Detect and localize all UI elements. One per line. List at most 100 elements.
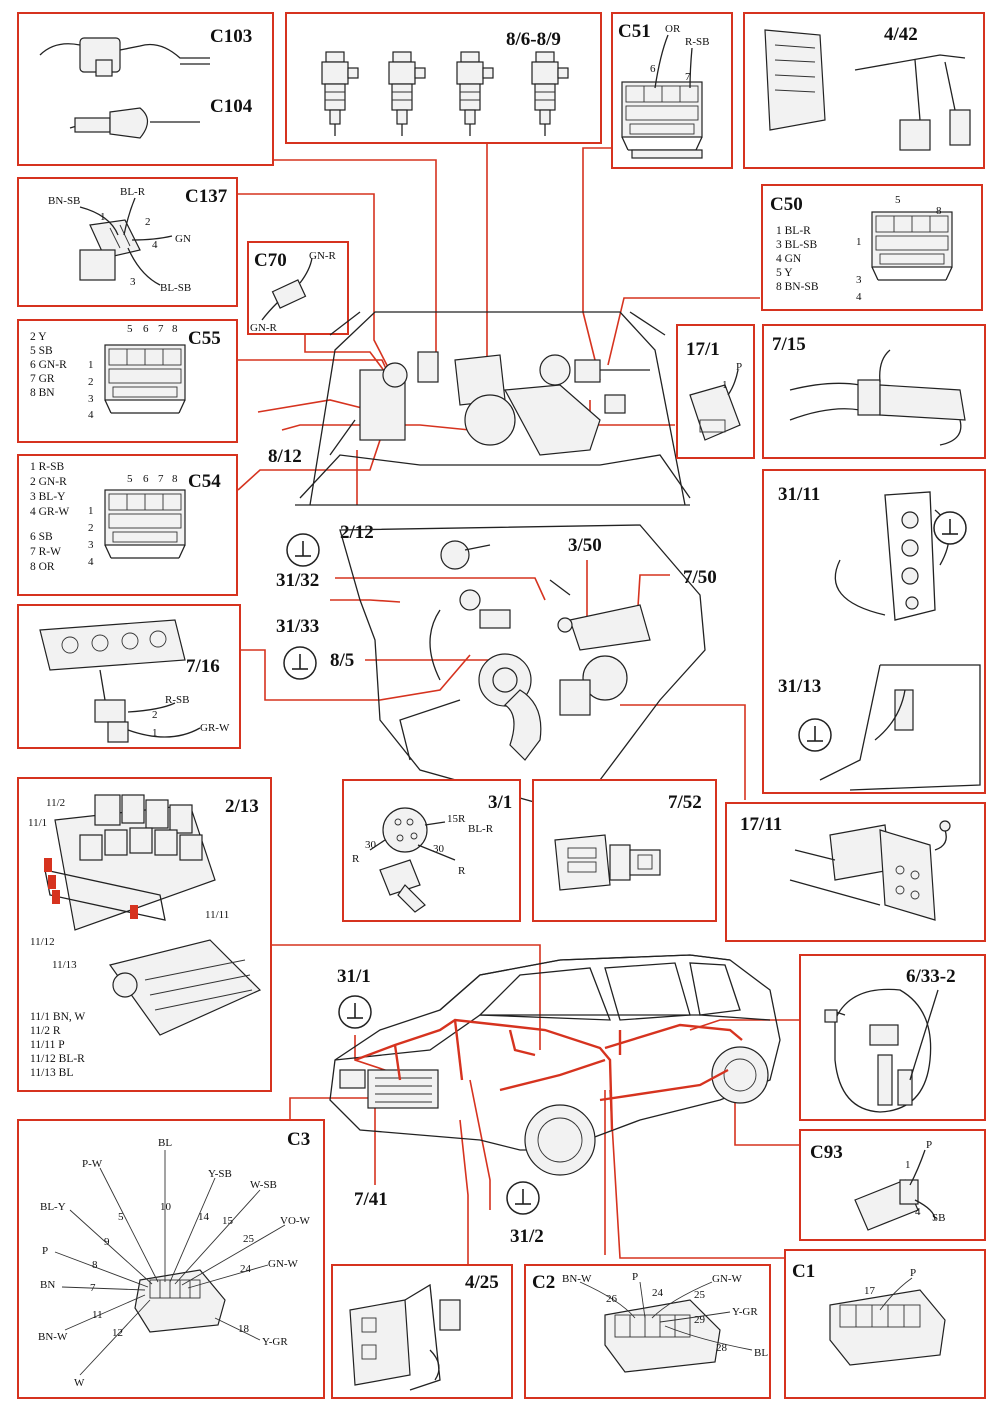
pin-c55-1: 1 xyxy=(88,359,94,371)
wire-c93-p: P xyxy=(926,1139,932,1151)
label-c2: C2 xyxy=(532,1272,555,1293)
legend-c54-4: 4 GR-W xyxy=(30,506,69,518)
wire-c3-gnw: GN-W xyxy=(268,1258,299,1270)
wire-c70-gnr-a: GN-R xyxy=(309,250,337,262)
wire-c1-p: P xyxy=(910,1267,916,1279)
ground-31-1-icon xyxy=(338,995,372,1029)
pin-c137-4: 4 xyxy=(152,239,158,251)
pin-c51-7: 7 xyxy=(685,71,691,83)
panel-c103-c104: C103 C104 xyxy=(17,12,274,166)
panel-7-15: 7/15 xyxy=(762,324,986,459)
pin-c2-28: 28 xyxy=(716,1342,728,1354)
pin-c50-3: 3 xyxy=(856,274,862,286)
wire-c137-gn: GN xyxy=(175,233,191,245)
connector-c137-icon xyxy=(79,219,141,281)
wire-c2-gnw: GN-W xyxy=(712,1273,743,1285)
pin-7-16-2: 2 xyxy=(152,709,158,721)
pin-c2-26: 26 xyxy=(606,1293,618,1305)
wire-c137-blr: BL-R xyxy=(120,186,146,198)
pin-c3-7: 7 xyxy=(90,1282,96,1294)
wire-c2-bnw: BN-W xyxy=(562,1273,592,1285)
label-4-42: 4/42 xyxy=(884,24,918,45)
pin-c137-3: 3 xyxy=(130,276,136,288)
label-c70: C70 xyxy=(254,250,287,271)
label-injectors: 8/6-8/9 xyxy=(506,29,561,50)
legend-c54-7: 8 OR xyxy=(30,561,55,573)
pin-c3-15: 15 xyxy=(222,1215,234,1227)
wire-c137-blsb: BL-SB xyxy=(160,282,191,294)
panel-7-16: 7/16 R-SB GR-W 2 1 xyxy=(17,604,241,749)
ground-31-32-icon xyxy=(286,533,320,567)
label-c3: C3 xyxy=(287,1129,310,1150)
pin-c3-14: 14 xyxy=(198,1211,210,1223)
label-c50: C50 xyxy=(770,194,803,215)
ground-31-11-icon xyxy=(933,511,967,545)
label-2-13: 2/13 xyxy=(225,796,259,817)
panel-17-1: 17/1 P 1 xyxy=(676,324,755,459)
pin-c54-8: 8 xyxy=(172,473,178,485)
legend-fuse-3: 11/11 P xyxy=(30,1039,65,1051)
wire-c3-wsb: W-SB xyxy=(250,1179,277,1191)
pin-c50-5: 5 xyxy=(895,194,901,206)
panel-c70: C70 GN-R GN-R xyxy=(247,241,349,335)
fuse-pin-11-11: 11/11 xyxy=(205,909,229,921)
wire-c3-ysb: Y-SB xyxy=(208,1168,232,1180)
pin-c3-18: 18 xyxy=(238,1323,250,1335)
pin-c93-4: 4 xyxy=(915,1206,921,1218)
fuse-pin-11-1: 11/1 xyxy=(28,817,47,829)
relay-box-icon xyxy=(44,794,216,931)
legend-fuse-2: 11/2 R xyxy=(30,1025,61,1037)
pin-c3-24: 24 xyxy=(240,1263,252,1275)
sensor-c104-icon xyxy=(69,107,200,139)
label-31-1: 31/1 xyxy=(337,966,371,987)
label-17-11: 17/11 xyxy=(740,814,782,835)
pin-c54-2: 2 xyxy=(88,522,94,534)
pin-c55-8: 8 xyxy=(172,323,178,335)
label-c93: C93 xyxy=(810,1142,843,1163)
label-31-33: 31/33 xyxy=(276,616,319,637)
fuse-pin-11-2: 11/2 xyxy=(46,797,65,809)
pin-c51-6: 6 xyxy=(650,63,656,75)
label-31-11: 31/11 xyxy=(778,484,820,505)
panel-c50: C50 1 BL-R 3 BL-SB 4 GN 5 Y 8 BN-SB 5 8 … xyxy=(761,184,983,311)
pin-17-1-1: 1 xyxy=(722,379,728,391)
label-7-52: 7/52 xyxy=(668,792,702,813)
panel-31-11-31-13: 31/11 31/13 xyxy=(762,469,986,794)
pin-c3-5: 5 xyxy=(118,1211,124,1223)
pin-c54-3: 3 xyxy=(88,539,94,551)
pin-c54-1: 1 xyxy=(88,505,94,517)
legend-c54-1: 1 R-SB xyxy=(30,461,65,473)
connector-c1-icon xyxy=(829,1289,946,1366)
label-7-15: 7/15 xyxy=(772,334,806,355)
wire-c3-vow: VO-W xyxy=(280,1215,311,1227)
pin-c2-25: 25 xyxy=(694,1289,706,1301)
relay-17-1-icon xyxy=(689,384,741,441)
pin-c55-5: 5 xyxy=(127,323,133,335)
pin-c137-1: 1 xyxy=(100,211,106,223)
legend-c55-2: 5 SB xyxy=(30,345,53,357)
pin-c50-8: 8 xyxy=(936,205,942,217)
pin-c54-6: 6 xyxy=(143,473,149,485)
label-31-2: 31/2 xyxy=(510,1226,544,1247)
wire-c93-sb: SB xyxy=(932,1212,945,1224)
pin-c54-4: 4 xyxy=(88,556,94,568)
coolant-sensor-icon xyxy=(39,619,186,743)
label-6-33-2: 6/33-2 xyxy=(906,966,956,987)
pin-c55-2: 2 xyxy=(88,376,94,388)
label-c55: C55 xyxy=(188,328,221,349)
wire-c3-bly: BL-Y xyxy=(40,1201,66,1213)
panel-c137: BN-SB BL-R GN BL-SB 1 2 4 3 C137 xyxy=(17,177,238,307)
c3-wire-fan xyxy=(54,1150,286,1376)
legend-c50-4: 5 Y xyxy=(776,267,793,279)
wire-c2-ygr: Y-GR xyxy=(732,1306,758,1318)
ignition-switch-icon xyxy=(379,807,428,913)
engine-illustration xyxy=(339,524,706,806)
wire-c3-bnw: BN-W xyxy=(38,1331,68,1343)
wire-3-1-30a: 30 xyxy=(365,839,377,851)
legend-c55-5: 8 BN xyxy=(30,387,55,399)
pin-c3-12: 12 xyxy=(112,1327,123,1339)
label-7-50: 7/50 xyxy=(683,567,717,588)
pin-c1-17: 17 xyxy=(864,1285,876,1297)
wire-c3-w: W xyxy=(74,1377,85,1389)
